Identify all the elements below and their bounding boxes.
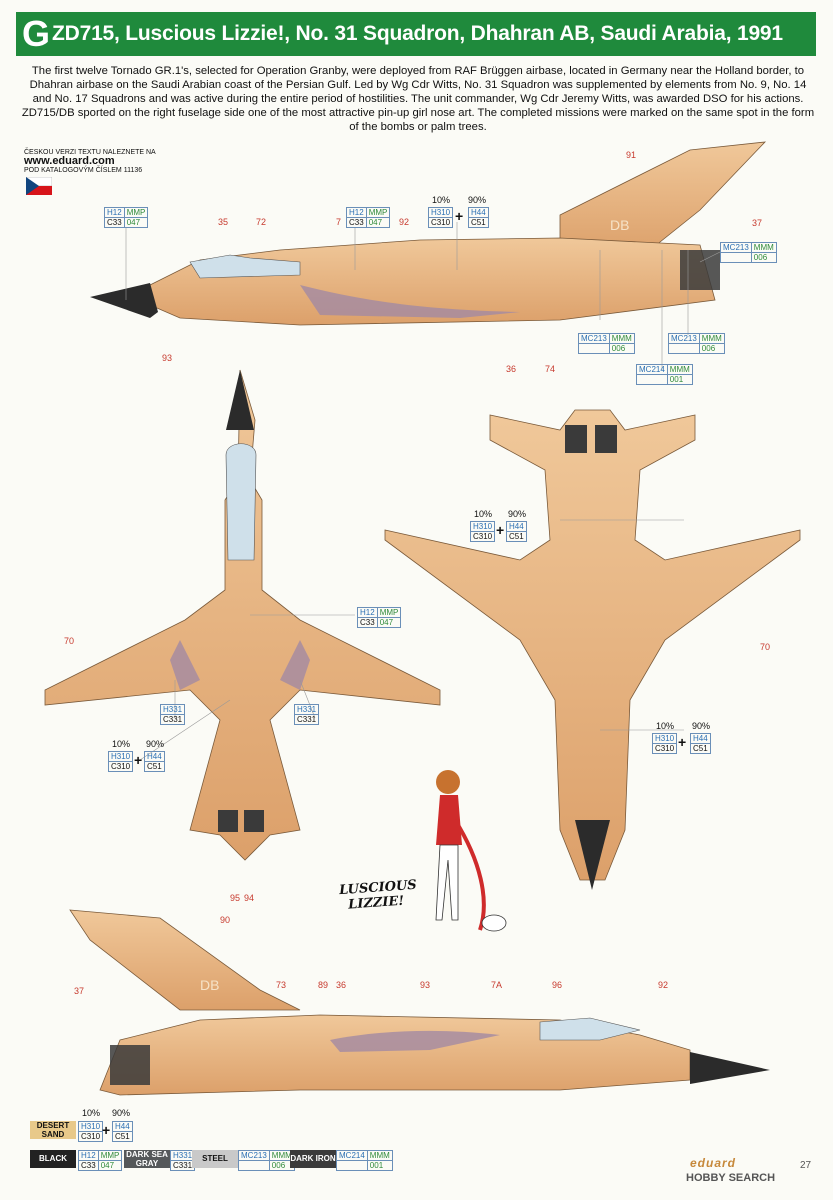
- callout-95: 95: [230, 893, 241, 903]
- callout-36-bottom: 36: [336, 980, 347, 990]
- side-view-left: DB: [69, 909, 770, 1096]
- page-title: ZD715, Luscious Lizzie!, No. 31 Squadron…: [52, 22, 783, 45]
- pct-90-top: 90%: [146, 739, 165, 749]
- callout-92-bottom: 92: [658, 980, 669, 990]
- pct-90-side: 90%: [468, 195, 487, 205]
- bottom-view: [384, 409, 801, 890]
- swatch-steel: STEEL: [192, 1150, 238, 1168]
- swatch-black: BLACK: [30, 1150, 76, 1168]
- legend-pct-90: 90%: [112, 1108, 131, 1118]
- callout-96: 96: [552, 980, 563, 990]
- pct-90-bottom-a: 90%: [508, 509, 527, 519]
- pct-10-bottom-a: 10%: [474, 509, 493, 519]
- pct-10-bottom-b: 10%: [656, 721, 675, 731]
- callout-7a: 7A: [491, 980, 503, 990]
- callout-70-left: 70: [64, 636, 75, 646]
- callout-36-top: 36: [506, 364, 517, 374]
- nose-art-caption: LUSCIOUS LIZZIE!: [339, 877, 432, 923]
- header-bar: G ZD715, Luscious Lizzie!, No. 31 Squadr…: [16, 12, 816, 56]
- variant-letter: G: [22, 13, 51, 54]
- svg-text:DB: DB: [610, 217, 629, 233]
- swatch-dark-iron: DARK IRON: [290, 1150, 336, 1168]
- pct-90-bottom-b: 90%: [692, 721, 711, 731]
- plus-bottom-b: +: [678, 734, 687, 750]
- callout-92-top: 92: [399, 217, 410, 227]
- callout-7: 7: [336, 217, 342, 227]
- swatch-desert-sand: DESERT SAND: [30, 1121, 76, 1139]
- callout-93-bottom: 93: [420, 980, 431, 990]
- description-text: The first twelve Tornado GR.1's, selecte…: [21, 65, 815, 133]
- legend-pct-10: 10%: [82, 1108, 101, 1118]
- plus-bottom-a: +: [496, 522, 505, 538]
- plus-top: +: [134, 752, 143, 768]
- page-number: 27: [800, 1160, 812, 1171]
- callout-72: 72: [256, 217, 267, 227]
- plus-side: +: [455, 208, 464, 224]
- callout-89: 89: [318, 980, 329, 990]
- czech-url: www.eduard.com: [24, 155, 115, 167]
- side-view-right: DB: [90, 141, 767, 326]
- svg-text:DB: DB: [200, 977, 219, 993]
- czech-line1: ČESKOU VERZI TEXTU NALEZNETE NA: [24, 149, 156, 156]
- callout-91: 91: [626, 150, 637, 160]
- callout-73: 73: [276, 980, 287, 990]
- swatch-dark-sea-gray: DARK SEA GRAY: [124, 1150, 170, 1168]
- pct-10-top: 10%: [112, 739, 131, 749]
- eduard-logo: eduard: [690, 1156, 737, 1170]
- callout-74: 74: [545, 364, 556, 374]
- callout-37-bottom: 37: [74, 986, 85, 996]
- callout-93-top: 93: [162, 353, 173, 363]
- callout-90: 90: [220, 915, 231, 925]
- callout-35: 35: [218, 217, 229, 227]
- czech-note: ČESKOU VERZI TEXTU NALEZNETE NA www.edua…: [24, 148, 224, 175]
- callout-37-top: 37: [752, 218, 763, 228]
- legend-plus: +: [102, 1122, 111, 1138]
- pct-10-side: 10%: [432, 195, 451, 205]
- czech-line2: POD KATALOGOVÝM ČÍSLEM 11136: [24, 167, 143, 174]
- callout-94: 94: [244, 893, 255, 903]
- watermark: HOBBY SEARCH: [686, 1172, 776, 1184]
- top-view: [44, 369, 441, 861]
- czech-flag-icon: [26, 177, 52, 195]
- callout-70-right: 70: [760, 642, 771, 652]
